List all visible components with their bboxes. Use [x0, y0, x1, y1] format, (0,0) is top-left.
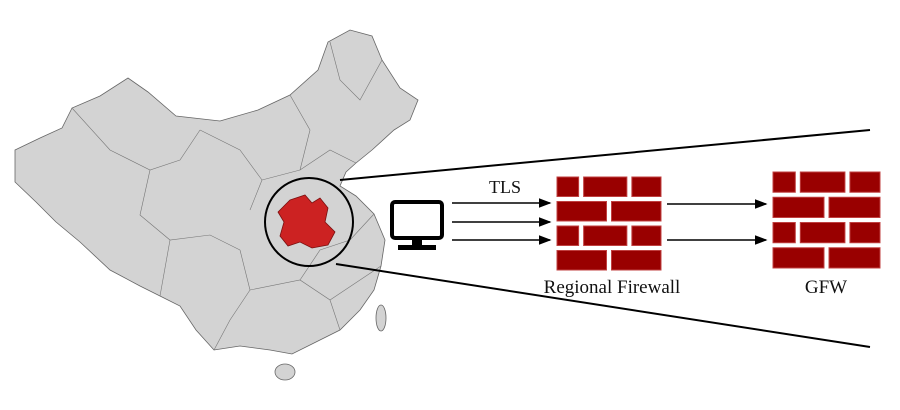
brick — [556, 250, 607, 271]
zoom-line-top — [339, 129, 871, 181]
gfw-firewall-icon — [772, 171, 881, 269]
brick — [772, 196, 825, 218]
computer-monitor-icon — [390, 200, 444, 250]
brick — [611, 201, 662, 222]
taiwan-island — [375, 304, 387, 332]
brick — [556, 201, 607, 222]
brick — [772, 171, 796, 193]
china-outline — [14, 29, 419, 355]
regional-firewall-label: Regional Firewall — [544, 277, 681, 298]
brick — [849, 171, 881, 193]
brick — [772, 222, 796, 244]
china-map — [14, 29, 419, 381]
highlighted-province-henan — [277, 194, 336, 249]
brick — [799, 222, 846, 244]
brick — [631, 176, 662, 197]
brick — [828, 247, 881, 269]
brick — [556, 176, 580, 197]
brick — [799, 171, 846, 193]
brick — [772, 247, 825, 269]
gfw-label: GFW — [805, 277, 847, 298]
brick — [556, 225, 580, 246]
province-borders — [71, 41, 383, 351]
brick — [631, 225, 662, 246]
regional-firewall-icon — [556, 176, 662, 271]
zoom-line-bottom — [335, 263, 871, 348]
tls-label: TLS — [489, 177, 521, 197]
brick — [611, 250, 662, 271]
brick — [849, 222, 881, 244]
tls-arrows — [452, 198, 768, 245]
brick — [583, 225, 628, 246]
brick — [583, 176, 628, 197]
zoom-circle — [264, 177, 354, 267]
brick — [828, 196, 881, 218]
hainan-island — [274, 363, 296, 381]
